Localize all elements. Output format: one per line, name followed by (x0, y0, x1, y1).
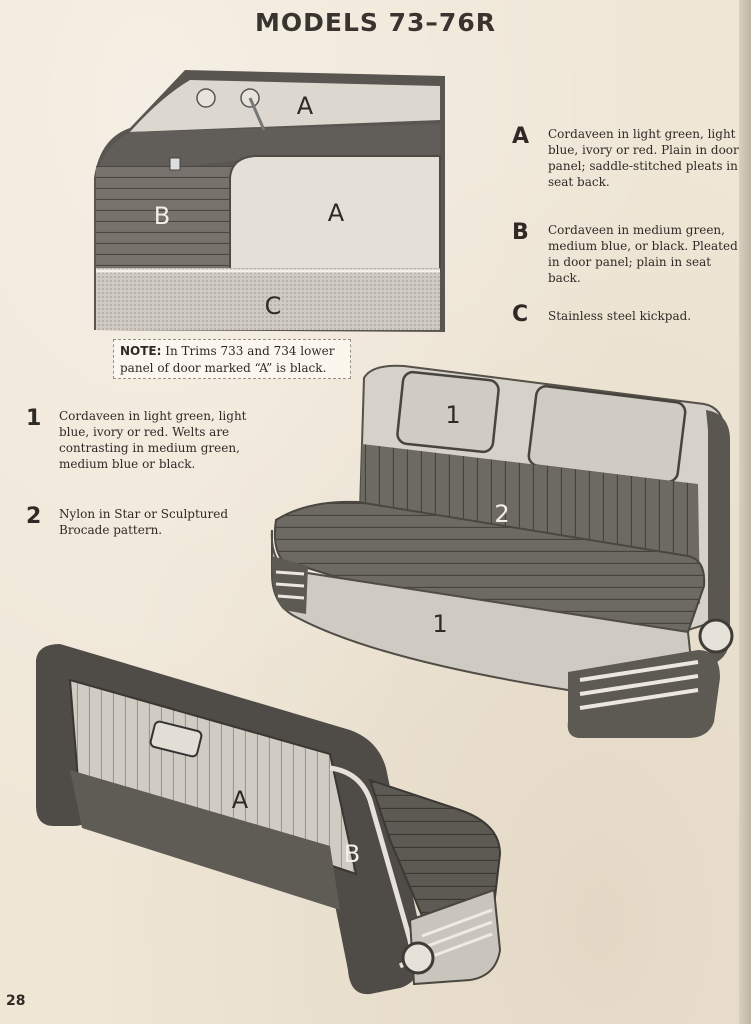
note-label: NOTE: (120, 344, 162, 358)
rear-seat-label-b: B (344, 840, 360, 868)
note-text: In Trims 733 and 734 lower panel of door… (120, 344, 335, 375)
legend-key: B (512, 220, 529, 245)
legend-item-a: A Cordaveen in light green, light blue, … (512, 126, 742, 196)
page-title: MODELS 73–76R (255, 8, 496, 37)
legend-key: A (512, 124, 530, 149)
door-panel-illustration: A A B C (94, 70, 445, 332)
legend-text: Cordaveen in light green, light blue, iv… (548, 127, 739, 189)
door-label-a-lower: A (328, 199, 345, 227)
legend-text: Cordaveen in light green, light blue, iv… (59, 409, 247, 471)
seat-label-1-bottom: 1 (432, 610, 447, 638)
seat-label-2: 2 (494, 500, 509, 528)
rear-seat-illustration: A B (36, 644, 502, 995)
seat-label-1-top: 1 (445, 401, 460, 429)
door-label-b: B (154, 202, 170, 230)
legend-item-2: 2 Nylon in Star or Sculptured Brocade pa… (26, 506, 256, 542)
legend-key: 1 (26, 406, 42, 431)
legend-text: Stainless steel kickpad. (548, 309, 692, 323)
legend-item-1: 1 Cordaveen in light green, light blue, … (26, 408, 256, 474)
trim-note: NOTE: In Trims 733 and 734 lower panel o… (113, 339, 351, 379)
front-seat-illustration: 1 2 1 (270, 364, 734, 738)
page-edge (739, 0, 751, 1024)
legend-item-b: B Cordaveen in medium green, medium blue… (512, 220, 742, 286)
legend-key: C (512, 302, 529, 327)
legend-item-c: C Stainless steel kickpad. (512, 304, 742, 328)
legend-key: 2 (26, 504, 42, 529)
legend-text: Nylon in Star or Sculptured Brocade patt… (59, 507, 229, 537)
door-label-a-upper: A (297, 92, 314, 120)
legend-text: Cordaveen in medium green, medium blue, … (548, 223, 738, 285)
page-number: 28 (6, 993, 26, 1009)
door-label-c: C (265, 292, 282, 320)
rear-seat-label-a: A (232, 786, 249, 814)
